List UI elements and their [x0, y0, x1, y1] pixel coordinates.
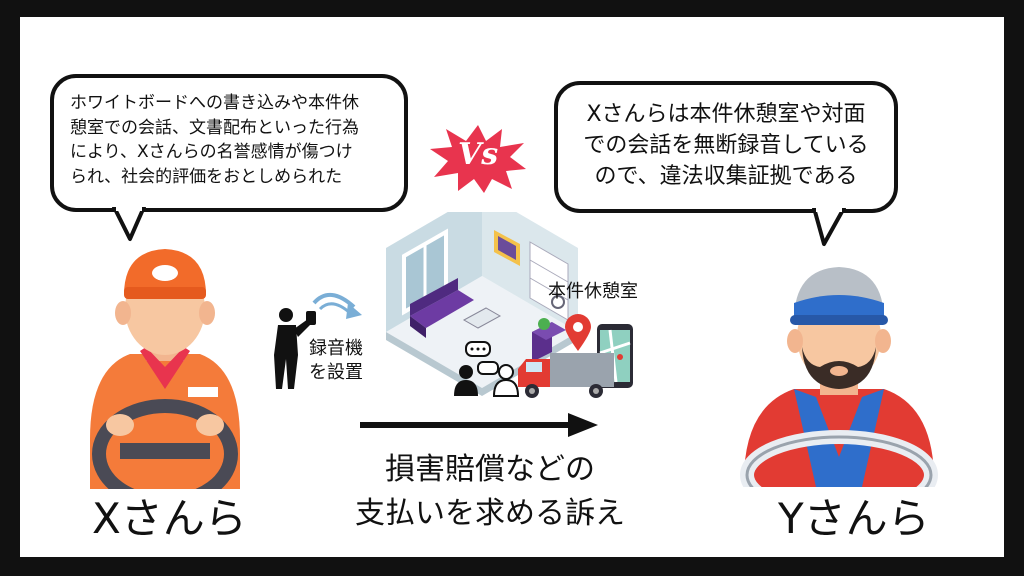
left-bubble-line-3: により、Xさんらの名誉感情が傷つけ: [70, 142, 353, 163]
left-bubble-tail: [112, 207, 146, 241]
lawsuit-label-line-1: 損害賠償などの: [385, 452, 595, 487]
room-label: 本件休憩室: [548, 281, 638, 302]
right-bubble-line-3: ので、違法収集証拠である: [594, 164, 858, 190]
recorder-label: 録音機 を設置: [309, 337, 363, 386]
map-pin-icon: [565, 314, 591, 351]
defendant-name: Yさんら: [778, 494, 930, 543]
arrow-right-icon: [360, 413, 598, 437]
lawsuit-label-line-2: 支払いを求める訴え: [355, 495, 625, 531]
right-bubble-tail: [812, 208, 846, 246]
plaintiff-name: Xさんら: [92, 494, 247, 543]
left-bubble-line-1: ホワイトボードへの書き込みや本件休: [70, 93, 359, 113]
left-bubble-line-2: 憩室での会話、文書配布といった行為: [70, 117, 359, 138]
arrow-curved-icon: [312, 293, 362, 319]
right-bubble-line-1: Xさんらは本件休憩室や対面: [586, 102, 866, 127]
driver-blue-icon: [740, 267, 938, 487]
driver-orange-icon: [90, 249, 240, 489]
right-speech-bubble: Xさんらは本件休憩室や対面 での会話を無断録音している ので、違法収集証拠である: [554, 81, 898, 213]
lawsuit-label: 損害賠償などの 支払いを求める訴え: [340, 448, 640, 535]
recorder-label-line-2: を設置: [309, 362, 363, 384]
vs-burst-icon: [430, 125, 526, 193]
person-phone-icon: [274, 308, 316, 389]
vs-label: Vs: [458, 137, 499, 172]
truck-icon: [518, 353, 614, 398]
left-bubble-line-4: られ、社会的評価をおとしめられた: [70, 166, 343, 187]
right-bubble-line-2: での会話を無断録音している: [583, 133, 869, 159]
recorder-label-line-1: 録音機: [309, 338, 363, 359]
infographic-canvas: ホワイトボードへの書き込みや本件休 憩室での会話、文書配布といった行為 により、…: [20, 17, 1004, 557]
left-speech-bubble: ホワイトボードへの書き込みや本件休 憩室での会話、文書配布といった行為 により、…: [50, 74, 408, 212]
